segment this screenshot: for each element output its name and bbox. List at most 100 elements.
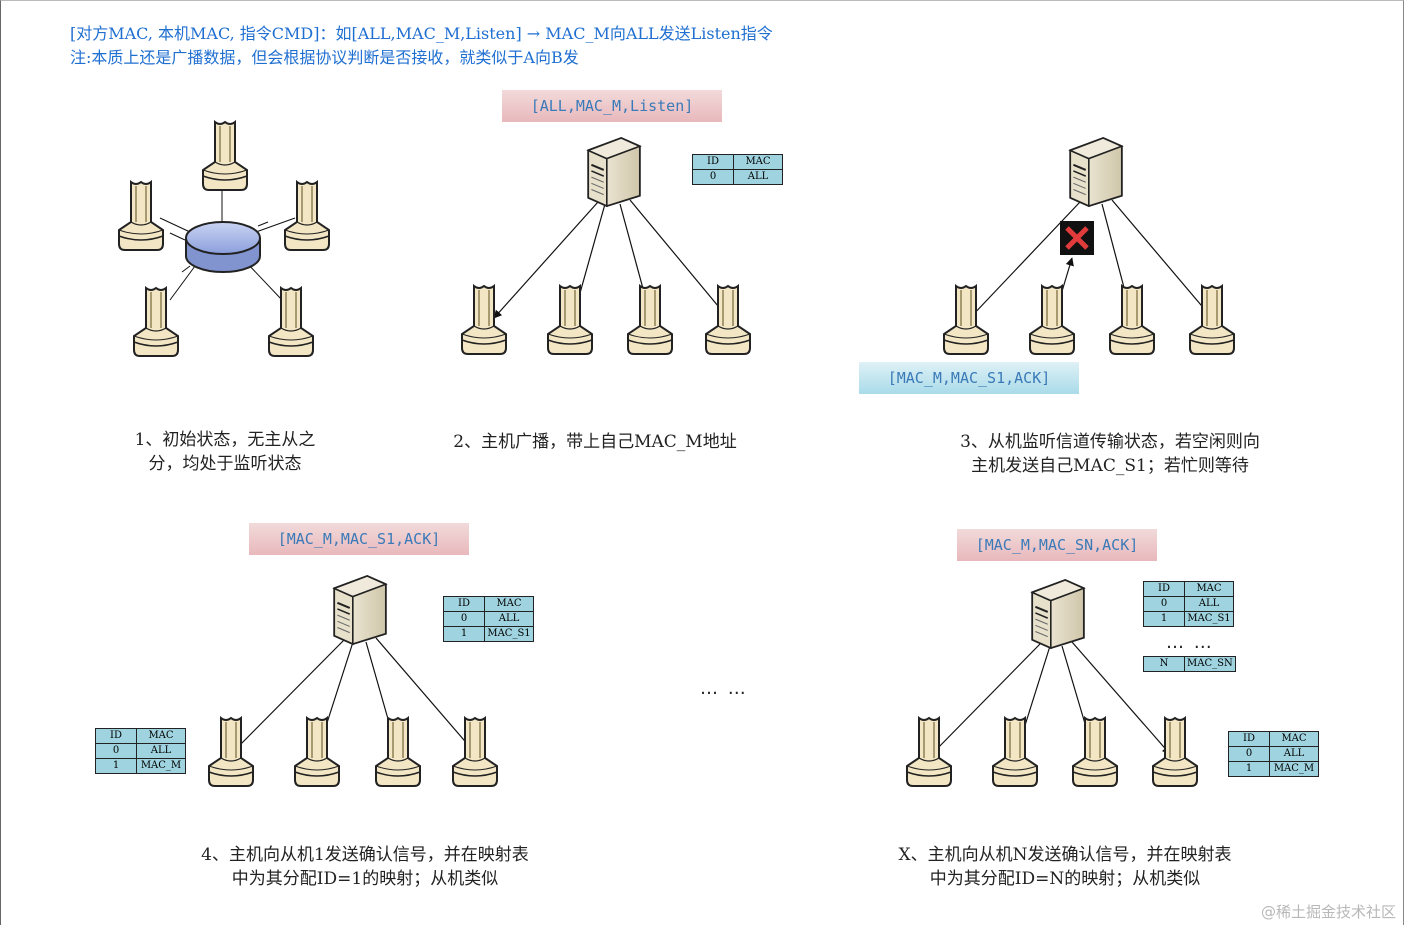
links: [931, 641, 1171, 755]
panel-2: [461, 137, 751, 355]
server-icon: [1069, 137, 1123, 207]
panel-1: [118, 121, 330, 357]
cell-id: 0: [1228, 746, 1270, 762]
terminal-icon: [1109, 285, 1155, 355]
header-mac: MAC: [484, 596, 534, 612]
cell-mac: MAC_M: [136, 758, 186, 774]
packet-label-ack-sn: [MAC_M,MAC_SN,ACK]: [957, 529, 1157, 561]
header-line-2: 注:本质上还是广播数据，但会根据协议判断是否接收，就类似于A向B发: [70, 48, 579, 67]
header-line-1: [对方MAC, 本机MAC, 指令CMD]：如[ALL,MAC_M,Listen…: [70, 24, 773, 43]
terminal-icon: [627, 285, 673, 355]
terminal-icon: [294, 717, 340, 787]
packet-label-broadcast: [ALL,MAC_M,Listen]: [502, 90, 722, 122]
cell-id: 1: [443, 626, 485, 642]
terminal-icon: [1152, 717, 1198, 787]
header-id: ID: [1228, 731, 1270, 747]
terminal-icon: [906, 717, 952, 787]
hub-icon: [185, 221, 261, 273]
cell-mac: ALL: [1269, 746, 1319, 762]
caption-step-4: 4、主机向从机1发送确认信号，并在映射表 中为其分配ID=1的映射；从机类似: [160, 843, 570, 891]
caption-line: 3、从机监听信道传输状态，若空闲则向: [960, 432, 1260, 452]
caption-step-1: 1、初始状态，无主从之 分，均处于监听状态: [110, 428, 340, 476]
cell-mac: MAC_S1: [1184, 611, 1234, 627]
terminal-icon: [1189, 285, 1235, 355]
caption-line: 分，均处于监听状态: [148, 454, 302, 474]
caption-step-3: 3、从机监听信道传输状态，若空闲则向 主机发送自己MAC_S1；若忙则等待: [920, 430, 1300, 478]
terminal-icon: [268, 287, 314, 357]
caption-line: X、主机向从机N发送确认信号，并在映射表: [898, 845, 1232, 865]
cell-id: 0: [692, 169, 734, 185]
terminal-icon: [202, 121, 248, 191]
header-mac: MAC: [1184, 581, 1234, 597]
caption-step-x: X、主机向从机N发送确认信号，并在映射表 中为其分配ID=N的映射；从机类似: [860, 843, 1270, 891]
cell-mac: MAC_S1: [484, 626, 534, 642]
cell-id: 1: [95, 758, 137, 774]
cell-id: 0: [443, 611, 485, 627]
terminal-icon: [118, 181, 164, 251]
server-icon: [587, 137, 641, 207]
panel-x: [906, 579, 1198, 787]
header-id: ID: [95, 728, 137, 744]
header-id: ID: [1143, 581, 1185, 597]
terminal-icon: [461, 285, 507, 355]
middle-ellipsis: … …: [700, 678, 748, 699]
caption-line: 中为其分配ID=N的映射；从机类似: [929, 869, 1201, 889]
cell-mac: ALL: [484, 611, 534, 627]
packet-label-ack-s1: [MAC_M,MAC_S1,ACK]: [249, 523, 469, 555]
terminal-icon: [452, 717, 498, 787]
packet-label-reply: [MAC_M,MAC_S1,ACK]: [859, 362, 1079, 394]
server-icon: [1031, 579, 1085, 649]
server-icon: [333, 575, 387, 645]
caption-step-2: 2、主机广播，带上自己MAC_M地址: [440, 430, 750, 454]
header-id: ID: [692, 154, 734, 170]
caption-line: 1、初始状态，无主从之: [134, 430, 316, 450]
terminal-icon: [705, 285, 751, 355]
links: [232, 637, 477, 755]
cell-id: 1: [1228, 761, 1270, 777]
cell-id: 0: [1143, 596, 1185, 612]
cell-mac: MAC_SN: [1184, 656, 1236, 672]
cell-mac: ALL: [733, 169, 783, 185]
cell-mac: MAC_M: [1269, 761, 1319, 777]
cell-id: 0: [95, 743, 137, 759]
cell-id: N: [1143, 656, 1185, 672]
terminal-icon: [1072, 717, 1118, 787]
cell-mac: ALL: [136, 743, 186, 759]
table-ellipsis: … …: [1166, 632, 1214, 653]
terminal-icon: [1029, 285, 1075, 355]
cell-id: 1: [1143, 611, 1185, 627]
caption-line: 主机发送自己MAC_S1；若忙则等待: [971, 456, 1249, 476]
panel-4: [208, 575, 498, 787]
panel-3: [943, 137, 1235, 355]
terminal-icon: [992, 717, 1038, 787]
caption-line: 4、主机向从机1发送确认信号，并在映射表: [201, 845, 529, 865]
header-id: ID: [443, 596, 485, 612]
blocked-x-icon: [1060, 221, 1094, 255]
cell-mac: ALL: [1184, 596, 1234, 612]
caption-line: 2、主机广播，带上自己MAC_M地址: [453, 432, 737, 452]
caption-line: 中为其分配ID=1的映射；从机类似: [231, 869, 499, 889]
broadcast-arrows: [493, 199, 729, 319]
terminal-icon: [375, 717, 421, 787]
